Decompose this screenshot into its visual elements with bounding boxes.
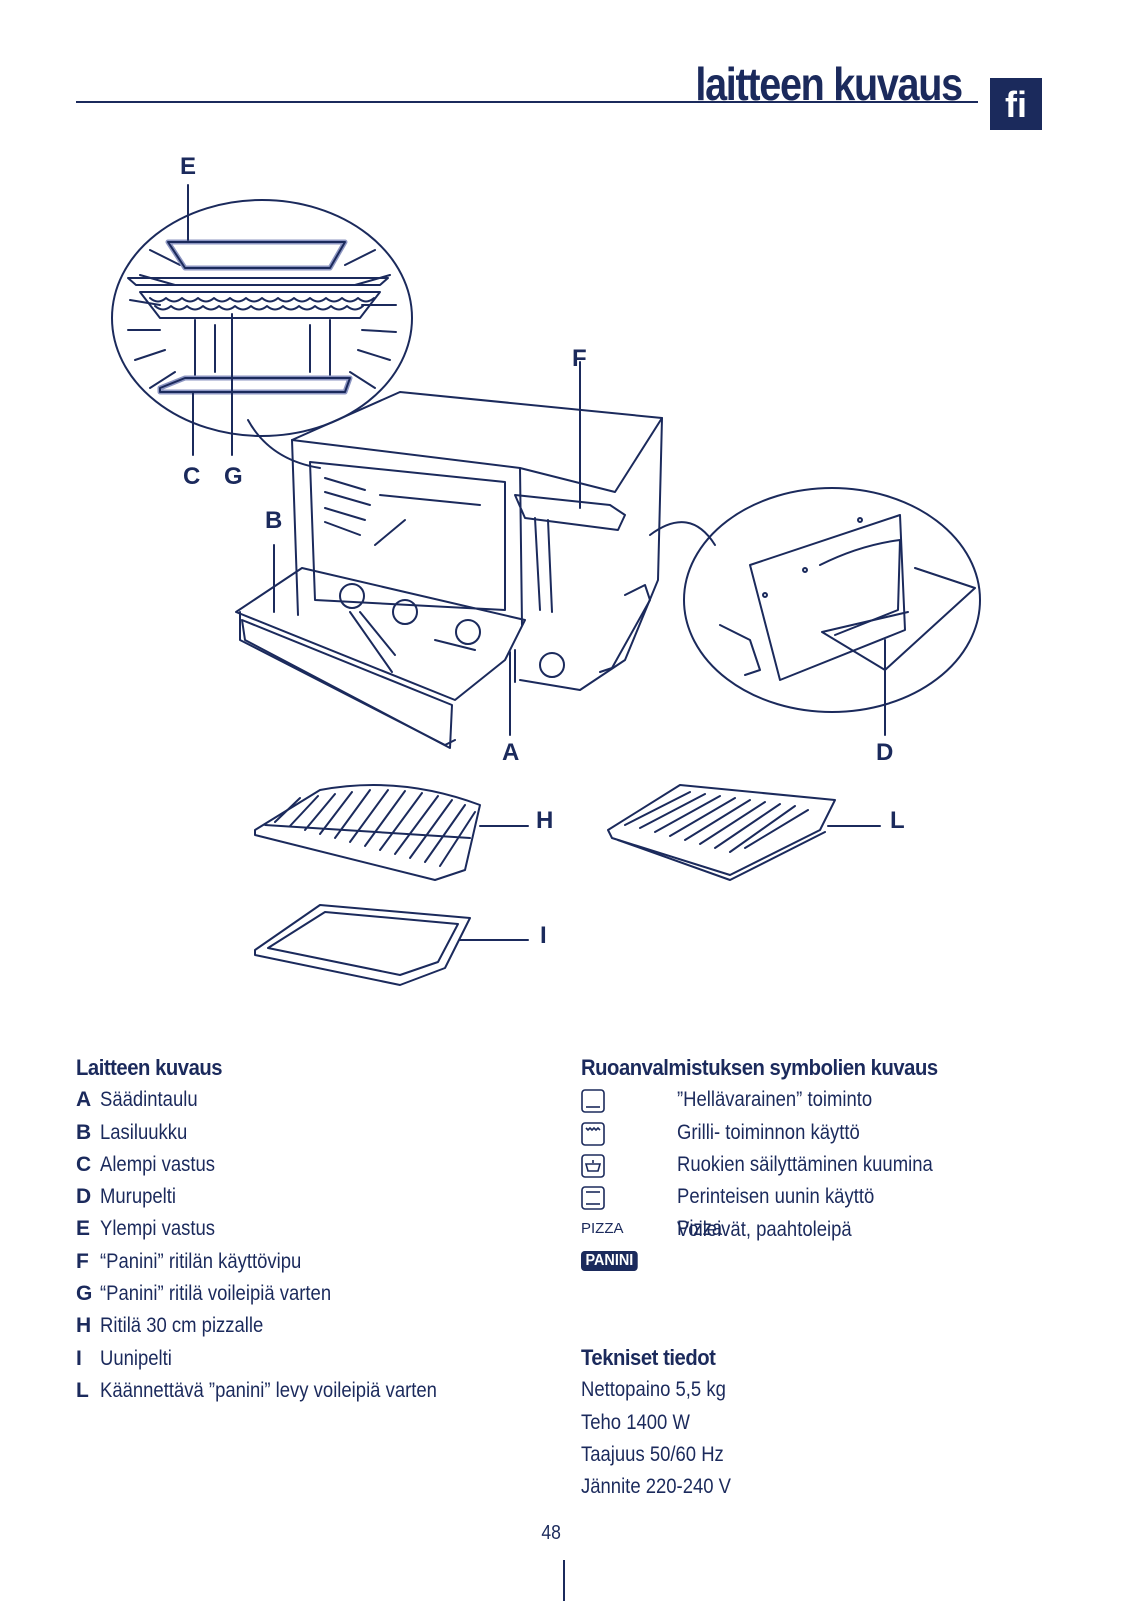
spec-row: Jännite 220-240 V <box>581 1471 981 1503</box>
part-label: Ylempi vastus <box>100 1217 216 1241</box>
part-label: “Panini” ritilän käyttövipu <box>100 1249 302 1273</box>
specs-heading: Tekniset tiedot <box>581 1345 716 1370</box>
part-label: Alempi vastus <box>100 1152 216 1176</box>
part-row: A Säädintaulu <box>76 1084 526 1116</box>
callout-a: A <box>502 739 520 766</box>
part-row: E Ylempi vastus <box>76 1213 526 1245</box>
callout-g: G <box>224 463 243 490</box>
symbol-row: ”Hellävarainen” toiminto <box>581 1084 1081 1116</box>
part-row: B Lasiluukku <box>76 1117 526 1149</box>
part-key: A <box>76 1088 92 1112</box>
part-row: H Ritilä 30 cm pizzalle <box>76 1310 526 1342</box>
page-title: laitteen kuvaus <box>695 58 964 110</box>
part-key: L <box>76 1378 89 1402</box>
symbol-label: Ruokien säilyttäminen kuumina <box>677 1152 933 1176</box>
part-key: F <box>76 1249 89 1273</box>
top-grill-icon <box>581 1121 605 1146</box>
symbol-row: PIZZA Pizza <box>581 1213 1081 1245</box>
callout-f: F <box>572 345 587 372</box>
spec-row: Teho 1400 W <box>581 1407 981 1439</box>
part-row: L Käännettävä ”panini” levy voileipiä var… <box>76 1375 526 1407</box>
parts-heading: Laitteen kuvaus <box>76 1055 223 1080</box>
spec-value: Nettopaino 5,5 kg <box>581 1378 726 1402</box>
symbol-label: Grilli- toiminnon käyttö <box>677 1120 860 1144</box>
part-row: G “Panini” ritilä voileipiä varten <box>76 1278 526 1310</box>
part-label: Lasiluukku <box>100 1120 188 1144</box>
oven-illustration <box>111 184 981 986</box>
part-label: Käännettävä ”panini” levy voileipiä vart… <box>100 1378 437 1402</box>
specs-section: Tekniset tiedot Nettopaino 5,5 kg Teho 1… <box>581 1342 981 1503</box>
part-key: C <box>76 1152 92 1176</box>
symbol-label: Perinteisen uunin käyttö <box>677 1185 875 1209</box>
part-key: D <box>76 1185 92 1209</box>
symbol-row: Perinteisen uunin käyttö <box>581 1181 1081 1213</box>
callout-i: I <box>540 922 547 949</box>
callout-c: C <box>183 463 201 490</box>
callout-d: D <box>876 739 894 766</box>
part-key: E <box>76 1217 91 1241</box>
footer-rule <box>563 1560 565 1601</box>
spec-value: Taajuus 50/60 Hz <box>581 1442 724 1466</box>
part-label: Säädintaulu <box>100 1088 198 1112</box>
heating-elements-detail <box>111 184 413 469</box>
part-key: I <box>76 1346 82 1370</box>
part-label: “Panini” ritilä voileipiä varten <box>100 1282 332 1306</box>
part-label: Uunipelti <box>100 1346 172 1370</box>
part-label: Ritilä 30 cm pizzalle <box>100 1314 264 1338</box>
crumb-tray-detail <box>649 487 981 736</box>
oven-body <box>235 361 663 749</box>
baking-tray-drawing <box>254 904 529 986</box>
symbols-section: Ruoanvalmistuksen symbolien kuvaus ”Hell… <box>581 1052 1081 1278</box>
symbol-row: Grilli- toiminnon käyttö <box>581 1117 1081 1149</box>
spec-row: Nettopaino 5,5 kg <box>581 1374 981 1406</box>
panini-badge-icon: PANINI <box>581 1250 638 1271</box>
pizza-text-icon: PIZZA <box>581 1220 624 1238</box>
language-badge: fi <box>990 78 1042 130</box>
conventional-oven-icon <box>581 1186 605 1210</box>
panini-plate-drawing <box>607 784 881 881</box>
symbol-row: PANINI Voileivät, paahtoleipä <box>581 1218 1081 1278</box>
callout-h: H <box>536 807 554 834</box>
callout-l: L <box>890 807 905 834</box>
part-row: F “Panini” ritilän käyttövipu <box>76 1246 526 1278</box>
part-key: H <box>76 1314 92 1338</box>
page-number: 48 <box>541 1522 561 1544</box>
spec-value: Jännite 220-240 V <box>581 1475 732 1499</box>
pizza-rack-drawing <box>254 784 529 881</box>
symbol-label: Pizza <box>677 1217 723 1241</box>
callout-b: B <box>265 507 283 534</box>
symbol-label: Voileivät, paahtoleipä <box>677 1217 852 1241</box>
part-label: Murupelti <box>100 1185 177 1209</box>
keep-warm-icon <box>581 1154 605 1178</box>
spec-row: Taajuus 50/60 Hz <box>581 1439 981 1471</box>
symbol-row: Ruokien säilyttäminen kuumina <box>581 1149 1081 1181</box>
parts-section: Laitteen kuvaus A Säädintaulu B Lasiluukku… <box>76 1052 526 1407</box>
part-row: D Murupelti <box>76 1181 526 1213</box>
bottom-heat-icon <box>581 1089 605 1114</box>
spec-value: Teho 1400 W <box>581 1410 690 1434</box>
header-rule <box>76 101 978 103</box>
part-key: B <box>76 1120 92 1144</box>
part-row: I Uunipelti <box>76 1343 526 1375</box>
callout-e: E <box>180 153 197 180</box>
part-row: C Alempi vastus <box>76 1149 526 1181</box>
part-key: G <box>76 1282 93 1306</box>
symbol-label: ”Hellävarainen” toiminto <box>677 1088 873 1112</box>
symbols-heading: Ruoanvalmistuksen symbolien kuvaus <box>581 1055 938 1080</box>
